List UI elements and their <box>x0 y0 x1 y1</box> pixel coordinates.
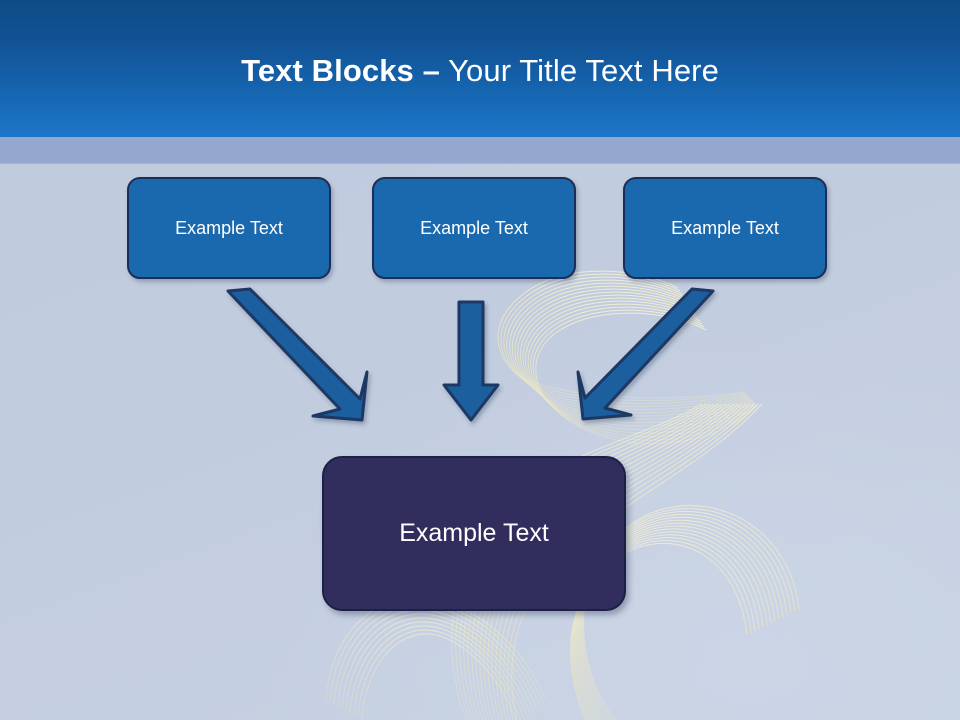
text-block-1-label: Example Text <box>175 217 283 238</box>
page-title: Text Blocks – Your Title Text Here <box>0 52 960 90</box>
text-block-2-label: Example Text <box>420 217 528 238</box>
text-block-3-label: Example Text <box>671 217 779 238</box>
slide-header-underbar <box>0 137 960 164</box>
arrow-middle-vertical <box>442 300 500 422</box>
text-block-result[interactable]: Example Text <box>322 456 626 611</box>
text-block-1[interactable]: Example Text <box>127 177 331 279</box>
text-block-3[interactable]: Example Text <box>623 177 827 279</box>
arrow-right-diagonal <box>576 287 715 421</box>
slide-header-band <box>0 0 960 137</box>
page-title-regular: Your Title Text Here <box>439 53 719 88</box>
arrow-left-diagonal <box>226 287 369 422</box>
text-block-2[interactable]: Example Text <box>372 177 576 279</box>
page-title-bold: Text Blocks – <box>241 53 440 88</box>
text-block-result-label: Example Text <box>399 519 549 547</box>
